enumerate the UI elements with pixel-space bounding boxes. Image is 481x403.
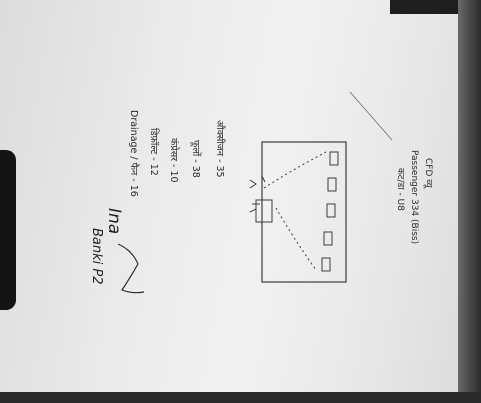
sketch-dotted-arc-lower (276, 208, 316, 270)
sketch-window-2 (328, 178, 336, 191)
sketch-outer-box (262, 142, 346, 282)
sketch-unit-box (256, 200, 272, 222)
signature-text: Banki P2 (89, 228, 104, 285)
sketch-window-3 (327, 204, 335, 217)
legend-item: Drainage / फैन - 16 (127, 110, 140, 197)
legend-item: कंप्रेसर - 10 (167, 138, 180, 183)
header-line-1: CFD व्यू (422, 158, 434, 188)
sketch-window-5 (322, 258, 330, 271)
sketch-signature-squiggle (118, 244, 144, 293)
sketch-dotted-arc-upper (264, 152, 326, 188)
header-line-2: Passenger 334 (Biss) (408, 150, 420, 244)
header-line-3: कट/डा - U8 (394, 168, 406, 211)
legend-item: डिफ़ॉल्ट - 12 (147, 128, 160, 176)
sketch-window-1 (330, 152, 338, 165)
legend-item: फूलों - 38 (189, 140, 202, 178)
legend-item: औक्सीजन - 35 (213, 120, 226, 178)
sketch-fan-marks (250, 176, 265, 212)
sketch-diagonal-line (350, 92, 392, 140)
sketch-window-4 (324, 232, 332, 245)
signature-mark: Ina (104, 208, 124, 234)
